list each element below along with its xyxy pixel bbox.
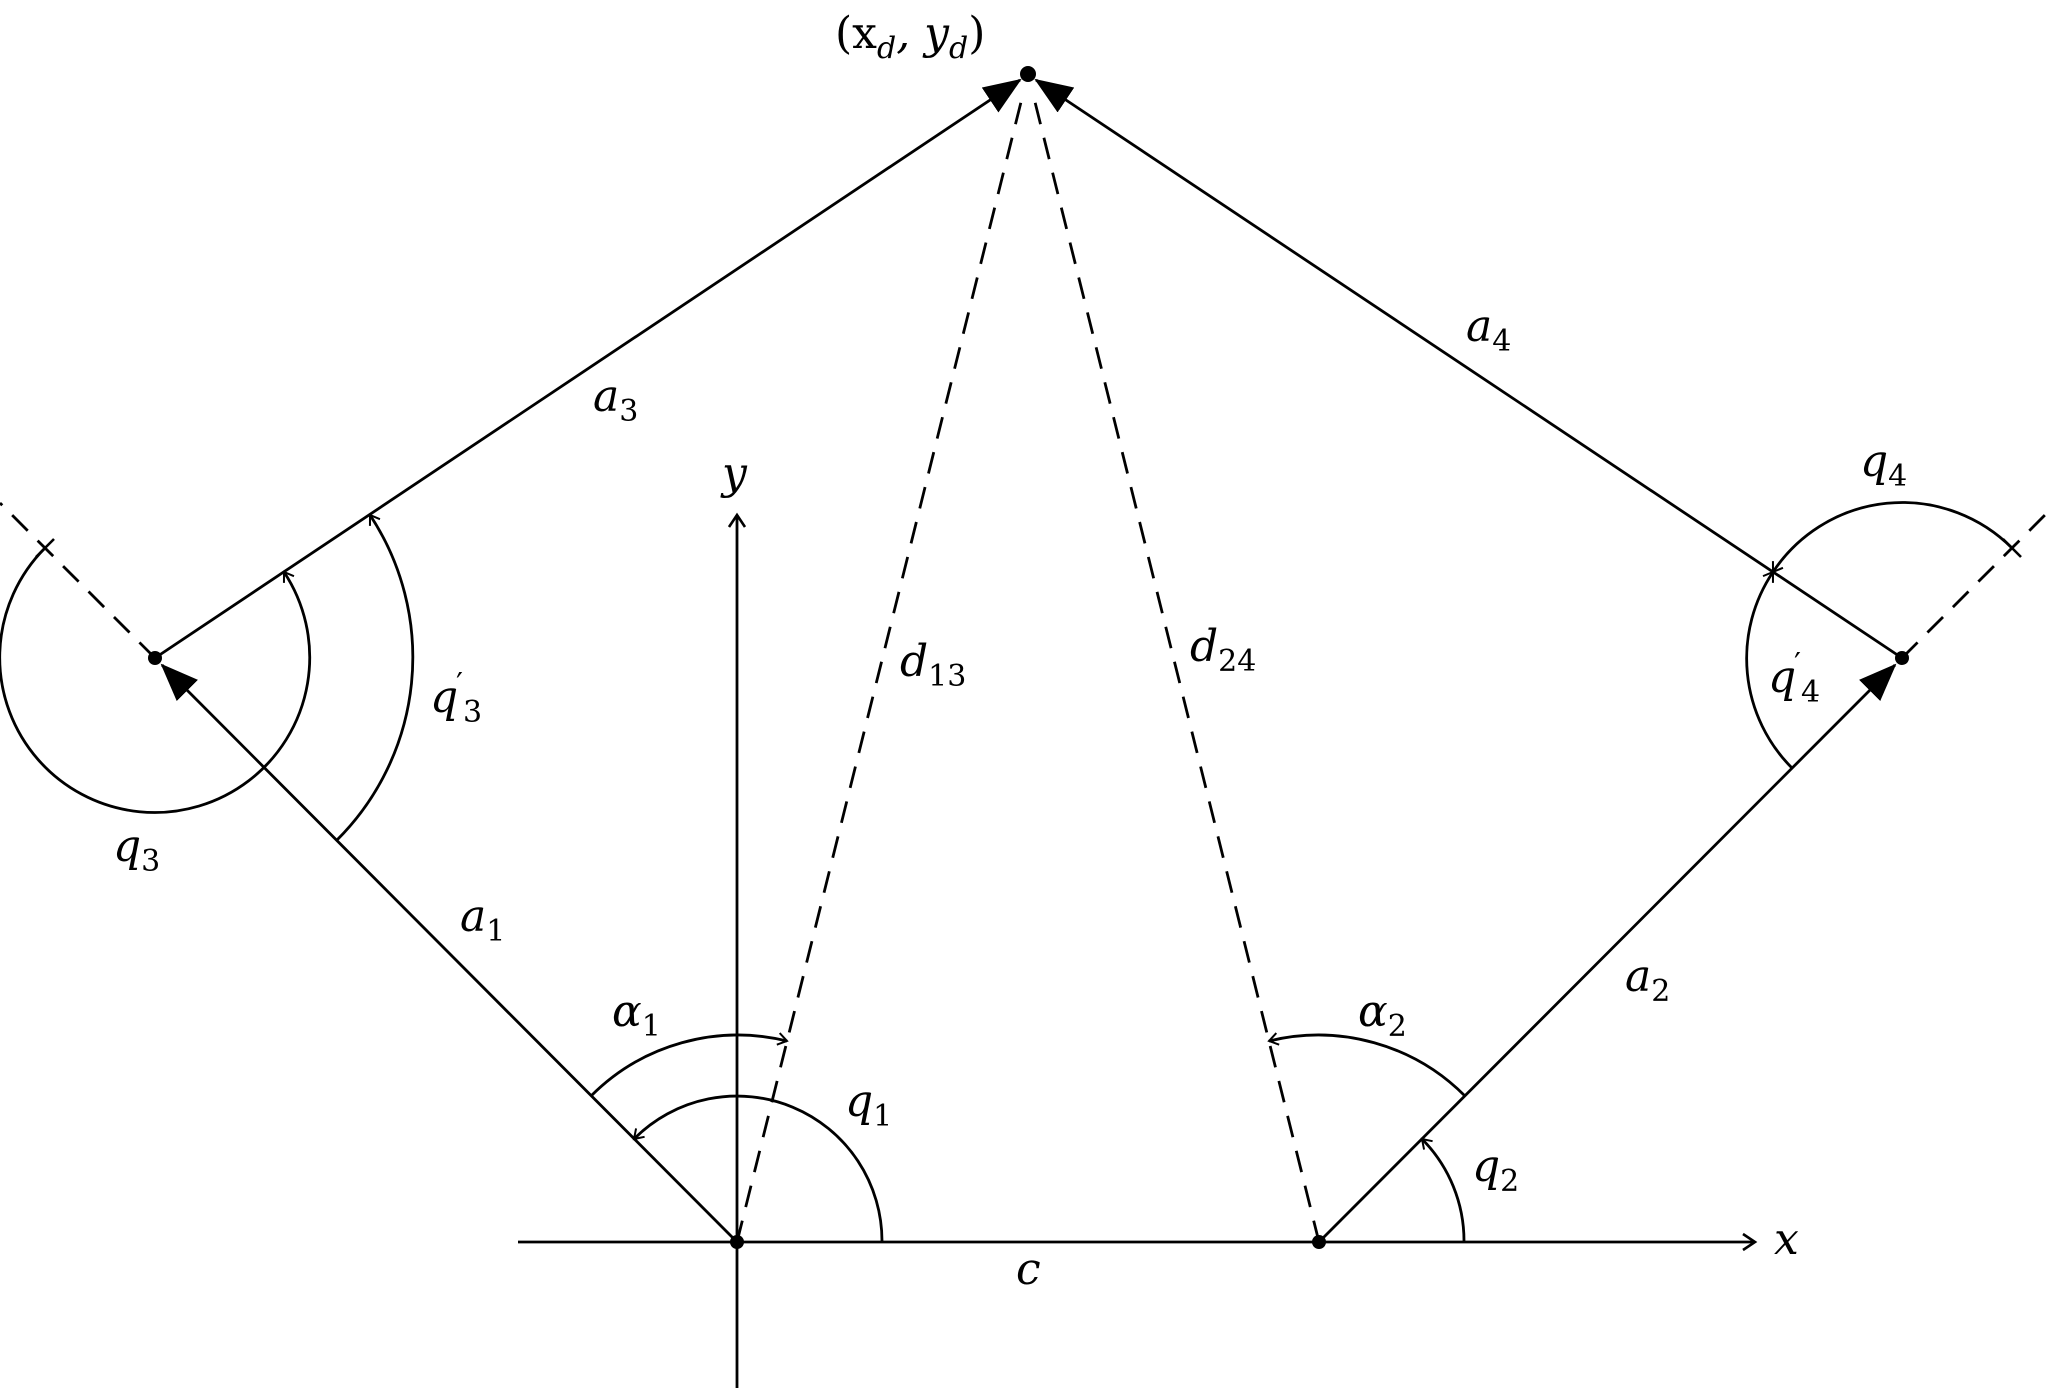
label-a4: a4 [1466,301,1512,359]
label-q3-prime: q′3 [430,667,483,730]
label-end-effector: (xd, yd) [835,8,986,66]
q4-tick [2002,538,2022,558]
label-a1: a1 [460,891,506,949]
joint-elbow-right [1895,651,1909,665]
link-a2 [1318,663,1897,1243]
link-a4 [1034,78,1903,660]
arc-alpha2 [1267,1032,1466,1097]
label-c: c [1016,1244,1041,1295]
arc-alpha1 [590,1032,789,1097]
link-a3 [154,78,1022,660]
q3-tick [35,538,55,558]
label-y-axis: y [722,448,747,499]
label-alpha2: α2 [1358,986,1407,1044]
arc-q1 [632,1094,884,1243]
joint-base-right [1312,1235,1326,1249]
label-q1: q1 [845,1076,893,1134]
arc-q2 [1420,1137,1466,1243]
a1-extension [0,502,156,659]
diagonal-d13 [735,89,1026,1243]
diagonal-d24 [1030,89,1321,1243]
arc-q4-prime [1745,570,1793,769]
link-a1 [160,663,738,1243]
joint-end-effector [1020,66,1036,82]
label-a2: a2 [1625,951,1671,1009]
joint-elbow-left [148,651,162,665]
joint-origin [730,1235,744,1249]
label-x-axis: x [1774,1214,1799,1265]
label-d24: d24 [1190,621,1257,679]
arc-q4 [1771,501,2013,574]
arc-q3-prime [336,513,415,841]
label-q4: q4 [1860,436,1908,494]
arc-q3 [0,547,312,814]
label-d13: d13 [900,636,967,694]
a2-extension [1901,511,2048,659]
label-q4-prime: q′4 [1768,647,1821,710]
label-a3: a3 [593,371,639,429]
label-q2: q2 [1472,1141,1520,1199]
label-q3: q3 [113,821,161,879]
label-alpha1: α1 [612,986,661,1044]
